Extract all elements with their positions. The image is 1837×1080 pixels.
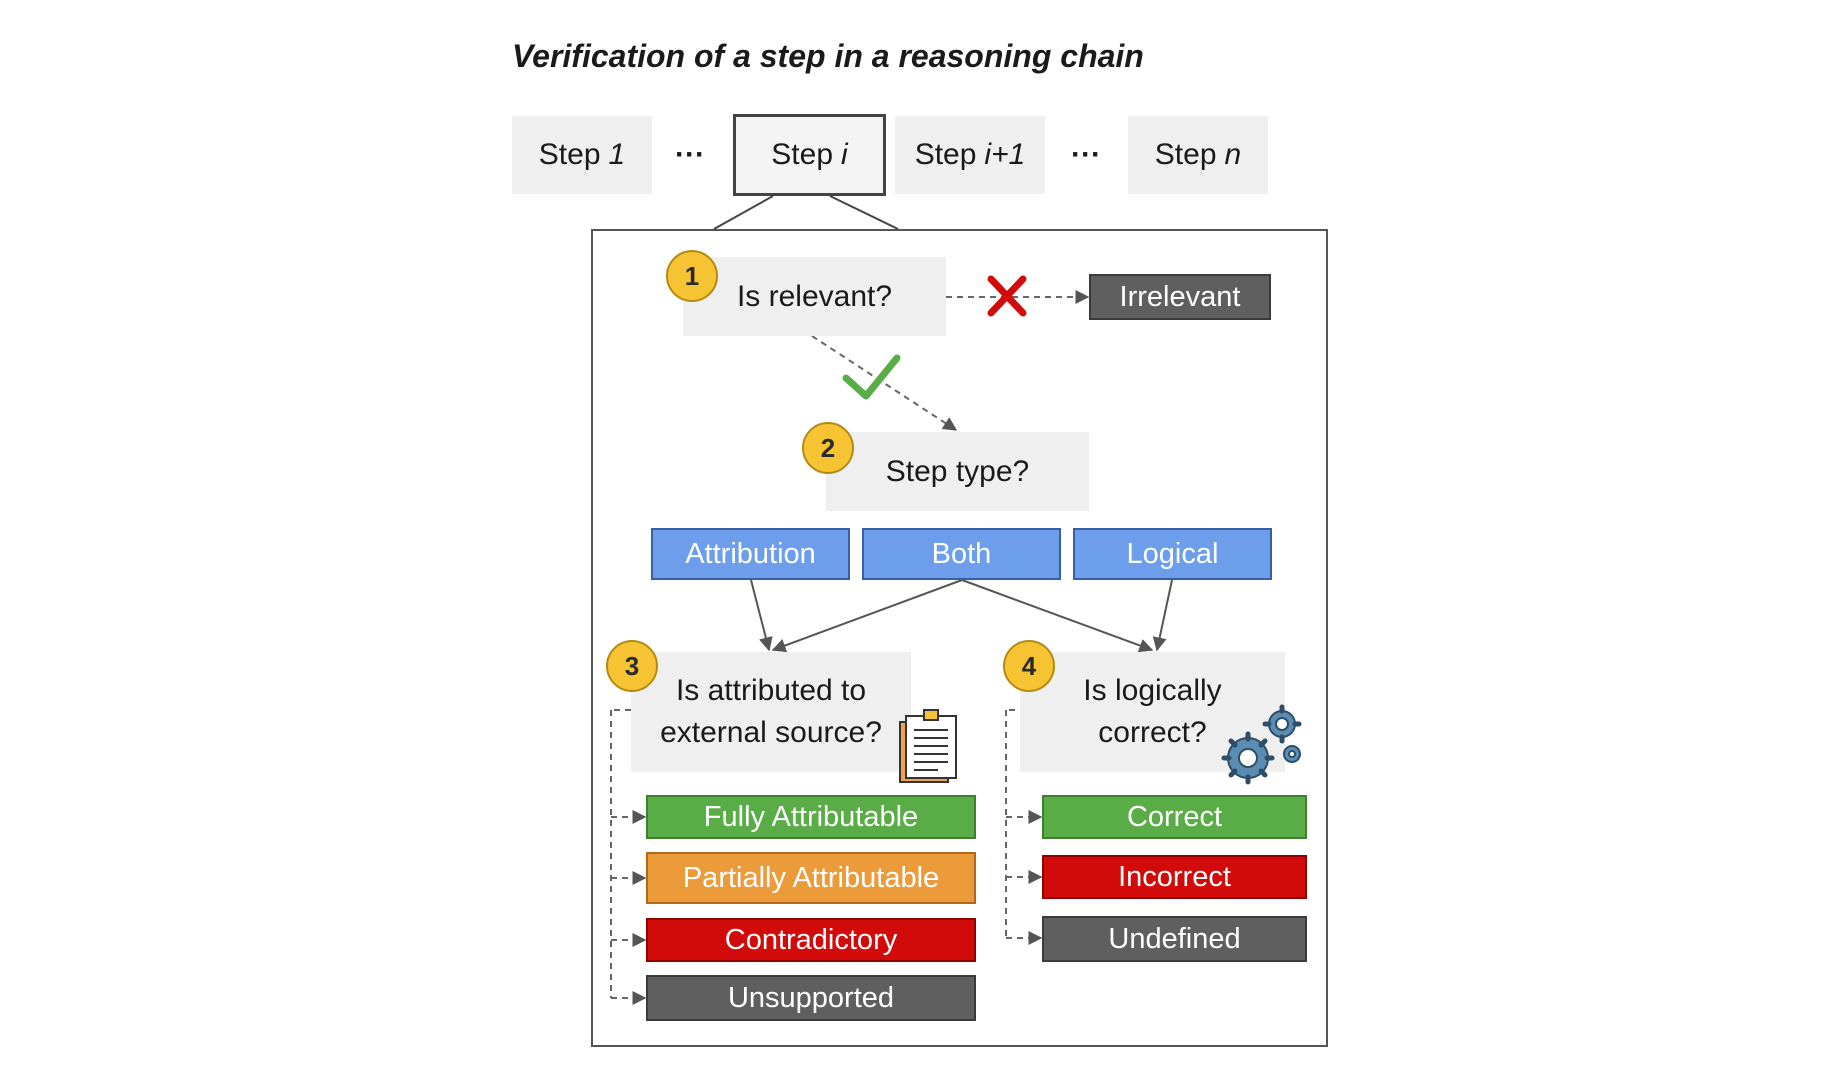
check-2-badge: 2 — [802, 422, 854, 474]
ellipsis-1: ··· — [675, 138, 705, 171]
both-to-check4 — [961, 579, 1154, 653]
outcome-correct: Correct — [1042, 795, 1307, 839]
outcome-fully-attributable: Fully Attributable — [646, 795, 976, 839]
step-word: Step — [914, 138, 977, 171]
step-word: Step — [771, 138, 834, 171]
check-4-badge: 4 — [1003, 640, 1055, 692]
attribution-to-check3 — [750, 579, 773, 652]
logical-to-check4 — [1152, 579, 1173, 652]
ellipsis-2: ··· — [1071, 138, 1101, 171]
question-line-1: Is logically — [1083, 674, 1222, 707]
verification-panel — [591, 229, 1328, 1047]
gears-icon — [1221, 704, 1302, 785]
step-word: Step — [538, 138, 601, 171]
attribution-outcome-bracket — [610, 709, 647, 1005]
clipboard-document-icon — [899, 709, 957, 783]
step-word: Step — [1154, 138, 1217, 171]
step-type-logical: Logical — [1073, 528, 1272, 580]
relevant-arrow — [811, 335, 958, 431]
both-to-check3 — [771, 579, 963, 653]
step-index: i — [841, 138, 848, 171]
question-line-1: Is attributed to — [675, 674, 867, 707]
check-3-badge: 3 — [606, 640, 658, 692]
green-check-icon — [842, 354, 901, 400]
step-type-attribution: Attribution — [651, 528, 850, 580]
step-index: i+1 — [984, 138, 1026, 171]
relevance-question: Is relevant? — [683, 257, 946, 336]
step-index: n — [1224, 138, 1242, 171]
irrelevant-label: Irrelevant — [1089, 274, 1271, 320]
outcome-undefined: Undefined — [1042, 916, 1307, 962]
step-type-both: Both — [862, 528, 1061, 580]
attribution-question: Is attributed to external source? — [631, 652, 911, 772]
zoom-line-right — [829, 195, 899, 230]
outcome-unsupported: Unsupported — [646, 975, 976, 1021]
outcome-partially-attributable: Partially Attributable — [646, 852, 976, 904]
outcome-incorrect: Incorrect — [1042, 855, 1307, 899]
question-line-2: correct? — [1098, 716, 1207, 749]
step-index: 1 — [608, 138, 626, 171]
step-type-question: Step type? — [826, 432, 1089, 511]
zoom-line-left — [713, 195, 774, 230]
red-x-icon — [987, 275, 1027, 317]
diagram-title: Verification of a step in a reasoning ch… — [512, 38, 1144, 74]
check-1-badge: 1 — [666, 250, 718, 302]
outcome-contradictory: Contradictory — [646, 918, 976, 962]
question-line-2: external source? — [660, 716, 882, 749]
